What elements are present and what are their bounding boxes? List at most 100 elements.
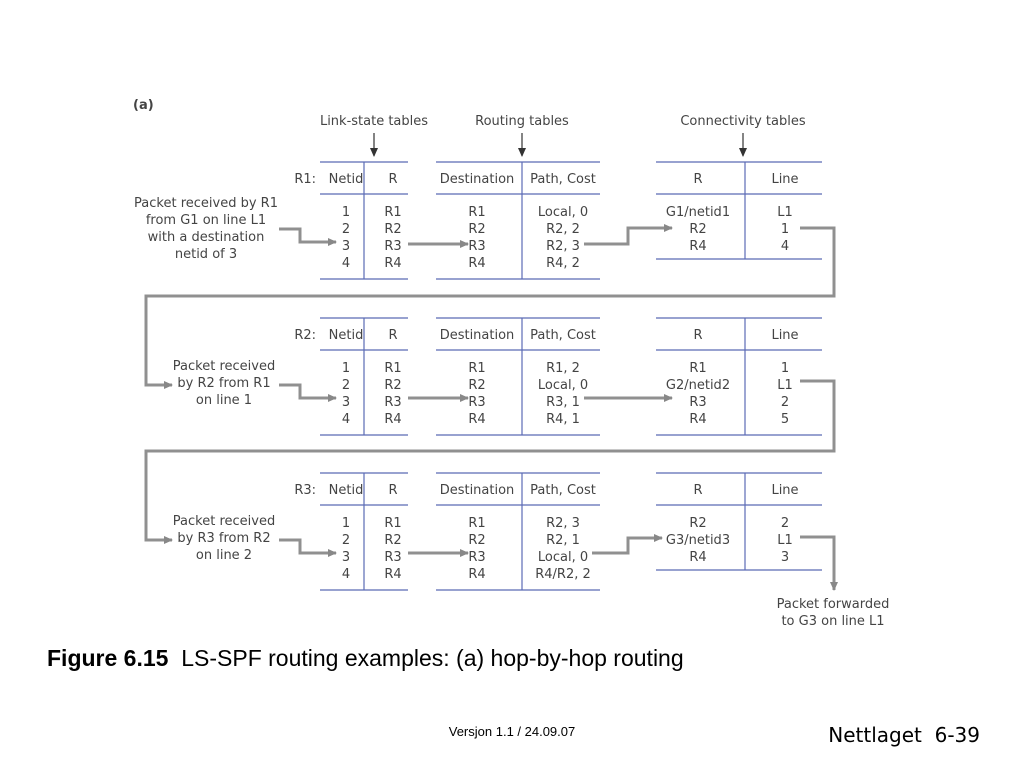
ls-table-cell: R4	[384, 256, 401, 271]
forward-out-arrow	[800, 535, 838, 591]
rt-table-cell: R2	[468, 533, 485, 548]
ls-table-cell: R2	[384, 222, 401, 237]
ls-table-cell: R2	[384, 533, 401, 548]
packet-note-line: Packet received	[173, 514, 275, 529]
ct-table-header: Line	[771, 172, 798, 187]
footer-course: Nettlaget 6-39	[828, 723, 980, 747]
rt-table-cell: R4, 2	[546, 256, 580, 271]
ls-table-header: R	[388, 483, 397, 498]
packet-note-line: with a destination	[148, 230, 265, 245]
rt-table-cell: R4	[468, 256, 485, 271]
packet-note-line: by R2 from R1	[177, 376, 270, 391]
ls-table-header: R	[388, 328, 397, 343]
ct-table-cell: 5	[781, 412, 789, 427]
incoming-packet-arrow	[279, 383, 337, 402]
rt-table-cell: Local, 0	[538, 378, 588, 393]
rt-table-cell: R3	[468, 550, 485, 565]
ls-table-cell: R4	[384, 412, 401, 427]
ct-table-cell: R2	[689, 222, 706, 237]
rt-table-cell: R4	[468, 567, 485, 582]
rt-table-cell: R3	[468, 395, 485, 410]
packet-note-line: from G1 on line L1	[146, 213, 266, 228]
ct-table-header: R	[693, 172, 702, 187]
ct-table-header: Line	[771, 328, 798, 343]
ls-table-cell: R3	[384, 550, 401, 565]
rt-table-cell: Local, 0	[538, 550, 588, 565]
packet-note-line: netid of 3	[175, 247, 237, 262]
rt-table-header: Path, Cost	[530, 328, 596, 343]
rt-table-header: Path, Cost	[530, 483, 596, 498]
version-text: Versjon 1.1 / 24.09.07	[448, 724, 576, 739]
ls-table-cell: R1	[384, 205, 401, 220]
rt-table-header: Destination	[440, 483, 515, 498]
rt-to-ct-arrow	[592, 534, 663, 555]
incoming-packet-arrow	[279, 538, 337, 557]
ls-table-cell: R2	[384, 378, 401, 393]
table-group-label: Connectivity tables	[680, 114, 806, 129]
rt-table-cell: R2	[468, 222, 485, 237]
rt-table-header: Path, Cost	[530, 172, 596, 187]
ct-table-cell: R1	[689, 361, 706, 376]
ls-table-cell: 3	[342, 239, 350, 254]
ls-table-cell: R3	[384, 395, 401, 410]
ct-table-header: R	[693, 483, 702, 498]
ct-table-cell: L1	[777, 378, 793, 393]
packet-note-line: Packet received	[173, 359, 275, 374]
ls-table-cell: 1	[342, 205, 350, 220]
incoming-packet-arrow	[279, 227, 337, 246]
rt-table-header: Destination	[440, 328, 515, 343]
ls-table-cell: R3	[384, 239, 401, 254]
ct-table-header: Line	[771, 483, 798, 498]
ct-table-cell: 2	[781, 395, 789, 410]
rt-table-cell: R4, 1	[546, 412, 580, 427]
router-label: R1:	[294, 172, 316, 187]
hop-to-r2-arrow	[144, 226, 836, 389]
ls-table-cell: R1	[384, 516, 401, 531]
ct-table-cell: G3/netid3	[666, 533, 730, 548]
rt-table-cell: R2, 2	[546, 222, 580, 237]
ct-table-cell: 1	[781, 222, 789, 237]
rt-table-cell: R2, 3	[546, 516, 580, 531]
rt-to-ct-arrow	[584, 224, 673, 246]
rt-table-cell: Local, 0	[538, 205, 588, 220]
rt-table-cell: R2, 3	[546, 239, 580, 254]
rt-table-header: Destination	[440, 172, 515, 187]
ct-table-cell: 2	[781, 516, 789, 531]
packet-note-line: Packet received by R1	[134, 196, 278, 211]
rt-table-cell: R2, 1	[546, 533, 580, 548]
ct-table-cell: 4	[781, 239, 789, 254]
ct-table-cell: R4	[689, 239, 706, 254]
rt-table-cell: R4/R2, 2	[535, 567, 591, 582]
ct-table-cell: R4	[689, 550, 706, 565]
course-name: Nettlaget	[828, 723, 922, 747]
forward-note-line: Packet forwarded	[777, 597, 890, 612]
panel-label: (a)	[133, 98, 154, 113]
forward-note-line: to G3 on line L1	[781, 614, 884, 629]
ls-table-header: Netid	[329, 328, 364, 343]
rt-table-cell: R2	[468, 378, 485, 393]
ct-table-cell: G1/netid1	[666, 205, 730, 220]
ls-table-header: Netid	[329, 172, 364, 187]
ls-table-cell: R4	[384, 567, 401, 582]
ct-table-cell: R2	[689, 516, 706, 531]
packet-note-line: on line 2	[196, 548, 252, 563]
rt-table-cell: R4	[468, 412, 485, 427]
ls-table-cell: R1	[384, 361, 401, 376]
ls-table-cell: 2	[342, 378, 350, 393]
ls-table-cell: 2	[342, 533, 350, 548]
page-number: 6-39	[934, 723, 980, 747]
rt-table-cell: R1	[468, 516, 485, 531]
packet-note-line: by R3 from R2	[177, 531, 270, 546]
ct-table-cell: G2/netid2	[666, 378, 730, 393]
ls-table-header: R	[388, 172, 397, 187]
ls-table-cell: 2	[342, 222, 350, 237]
ls-table-cell: 4	[342, 412, 350, 427]
rt-table-cell: R1	[468, 205, 485, 220]
ct-table-cell: 1	[781, 361, 789, 376]
ls-table-cell: 3	[342, 550, 350, 565]
ls-table-header: Netid	[329, 483, 364, 498]
rt-table-cell: R1	[468, 361, 485, 376]
ct-table-cell: R4	[689, 412, 706, 427]
